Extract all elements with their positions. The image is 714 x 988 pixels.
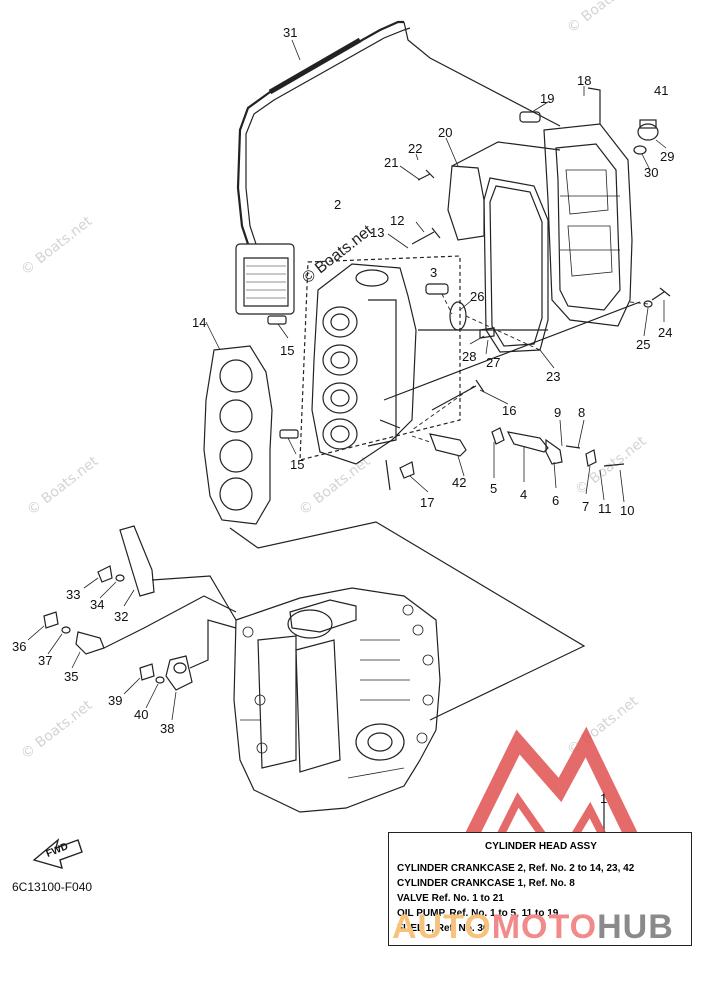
callout-14: 14 bbox=[192, 315, 207, 330]
callout-40: 40 bbox=[134, 707, 149, 722]
hose-run-line bbox=[403, 21, 561, 127]
callout-37: 37 bbox=[38, 653, 53, 668]
callout-4: 4 bbox=[520, 487, 528, 502]
brand-part-1: AUTO bbox=[392, 908, 492, 946]
callout-7: 7 bbox=[582, 499, 590, 514]
legend-box: CYLINDER HEAD ASSY CYLINDER CRANKCASE 2,… bbox=[388, 832, 692, 946]
callout-12: 12 bbox=[390, 213, 405, 228]
callout-16: 16 bbox=[502, 403, 517, 418]
callout-30: 30 bbox=[644, 165, 659, 180]
legend-line: CYLINDER CRANKCASE 1, Ref. No. 8 bbox=[397, 878, 575, 889]
legend-line: VALVE Ref. No. 1 to 21 bbox=[397, 893, 504, 904]
callout-34: 34 bbox=[90, 597, 105, 612]
callout-28: 28 bbox=[462, 349, 477, 364]
callout-27: 27 bbox=[486, 355, 501, 370]
callout-31: 31 bbox=[283, 25, 298, 40]
callout-33: 33 bbox=[66, 587, 81, 602]
callout-6: 6 bbox=[552, 493, 560, 508]
callout-24: 24 bbox=[658, 325, 673, 340]
callout-25: 25 bbox=[636, 337, 651, 352]
legend-line: CYLINDER CRANKCASE 2, Ref. No. 2 to 14, … bbox=[397, 863, 635, 874]
callout-23: 23 bbox=[546, 369, 561, 384]
callout-29: 29 bbox=[660, 149, 675, 164]
callout-10: 10 bbox=[620, 503, 635, 518]
callout-17: 17 bbox=[420, 495, 435, 510]
callout-5: 5 bbox=[490, 481, 498, 496]
callout-1: 1 bbox=[600, 791, 608, 806]
brand-watermark: AUTOMOTOHUB bbox=[392, 908, 674, 947]
callout-8: 8 bbox=[578, 405, 586, 420]
callout-19: 19 bbox=[540, 91, 555, 106]
callout-32: 32 bbox=[114, 609, 129, 624]
callout-36: 36 bbox=[12, 639, 27, 654]
callout-9: 9 bbox=[554, 405, 562, 420]
callout-35: 35 bbox=[64, 669, 79, 684]
legend-line: OIL PUMP, Ref. No. 1 to 5, 11 to 19 bbox=[397, 908, 559, 919]
callout-39: 39 bbox=[108, 693, 123, 708]
legend-line: FUEL 1, Ref. No. 30 bbox=[397, 923, 489, 934]
callout-18: 18 bbox=[577, 73, 592, 88]
callout-15: 15 bbox=[280, 343, 295, 358]
callout-41: 41 bbox=[654, 83, 669, 98]
callout-26: 26 bbox=[470, 289, 485, 304]
brand-part-2: MOTO bbox=[491, 908, 598, 946]
legend-title: CYLINDER HEAD ASSY bbox=[485, 841, 597, 852]
callout-22: 22 bbox=[408, 141, 423, 156]
callout-15b: 15 bbox=[290, 457, 305, 472]
callout-2: 2 bbox=[334, 197, 342, 212]
callout-20: 20 bbox=[438, 125, 453, 140]
callout-42: 42 bbox=[452, 475, 467, 490]
callout-38: 38 bbox=[160, 721, 175, 736]
callout-3: 3 bbox=[430, 265, 438, 280]
callout-13: 13 bbox=[370, 225, 385, 240]
diagram-code: 6C13100-F040 bbox=[12, 880, 93, 894]
brand-part-3: HUB bbox=[597, 908, 674, 946]
callout-21: 21 bbox=[384, 155, 399, 170]
callout-11: 11 bbox=[598, 501, 612, 516]
